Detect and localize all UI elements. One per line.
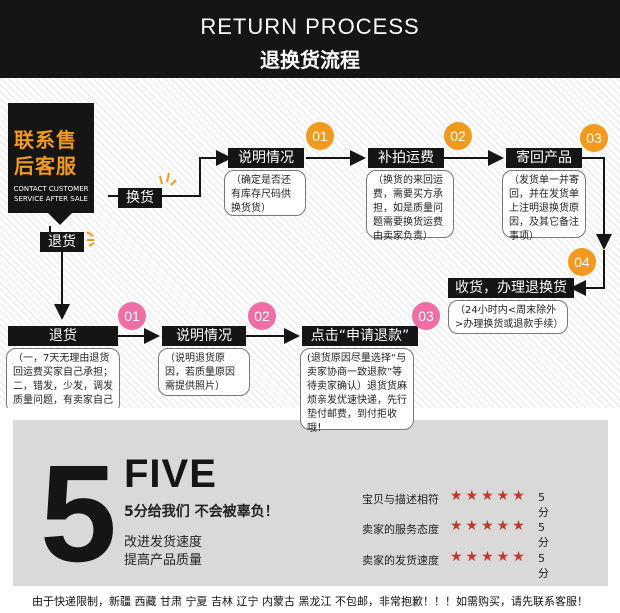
- title-cn: 退换货流程: [260, 48, 360, 72]
- contact-service-block: 联系售 后客服 CONTACT CUSTOMER SERVICE AFTER S…: [8, 103, 94, 225]
- contact-title-line2: 后客服: [14, 154, 77, 178]
- exchange-step1-note: （确定是否还有库存尺码供换货货）: [224, 170, 306, 216]
- exchange-step3-note: （发货单一并寄回，并在发货单上注明退换货原因，及其它备注事项）: [502, 170, 586, 242]
- step-number-badge: 02: [444, 122, 472, 150]
- exchange-step2-title: 补拍运费: [368, 148, 444, 168]
- exchange-step4-title: 收货，办理退换货: [448, 278, 574, 298]
- rating-section: [0, 408, 620, 591]
- return-step2-title: 说明情况: [162, 326, 246, 346]
- step-number-badge: 02: [248, 302, 276, 330]
- step-number-badge: 04: [568, 248, 596, 276]
- improve-line1: 改进发货速度: [124, 535, 203, 550]
- star-icon: ★★★★★: [450, 488, 528, 504]
- exchange-step4-note: （24小时内<周末除外>办理换货或退款手续）: [448, 300, 568, 334]
- step-number-badge: 03: [412, 302, 440, 330]
- rating-label: 卖家的服务态度: [362, 523, 439, 536]
- header-banner: RETURN PROCESS 退换货流程: [0, 0, 620, 78]
- exchange-step3-title: 寄回产品: [506, 148, 582, 168]
- contact-subtitle-line2: SERVICE AFTER SALE: [14, 195, 88, 203]
- improve-list: 改进发货速度 提高产品质量: [124, 534, 202, 570]
- spark-icon: [86, 231, 95, 247]
- rating-score: 5分: [538, 521, 549, 549]
- five-word: FIVE: [124, 452, 217, 496]
- rating-slogan: 5分给我们 不会被辜负！: [124, 504, 279, 520]
- improve-line2: 提高产品质量: [124, 553, 203, 568]
- return-step3-title: 点击“申请退款”: [302, 326, 418, 346]
- big-five-text: 5: [40, 453, 115, 568]
- return-step2-note: （说明退货原因，若质量原因需提供照片）: [158, 348, 250, 396]
- return-step1-title: 退货: [8, 326, 118, 346]
- contact-title-line1: 联系售: [14, 128, 77, 152]
- star-icon: ★★★★★: [450, 518, 528, 534]
- step-number-badge: 03: [580, 124, 608, 152]
- return-branch-label: 退货: [40, 232, 84, 252]
- spark-icon: [159, 172, 177, 186]
- title-en: RETURN PROCESS: [200, 14, 420, 39]
- step-number-badge: 01: [306, 122, 334, 150]
- contact-subtitle: CONTACT CUSTOMER SERVICE AFTER SALE: [8, 184, 94, 204]
- step-number-badge: 01: [118, 302, 146, 330]
- big-five-digit: 5: [40, 453, 115, 568]
- exchange-branch-label: 换货: [118, 188, 162, 208]
- return-step3-note: (退货原因尽量选择“与卖家协商一致退款”等待卖家确认）退货货麻烦亲发优速快递，先…: [300, 348, 414, 434]
- rating-panel: [13, 420, 608, 586]
- exchange-step1-title: 说明情况: [228, 148, 304, 168]
- star-icon: ★★★★★: [450, 549, 528, 565]
- exchange-step2-note: （换货的来回运费，需要买方承担，如是质量问题需要换货运费由卖家负责）: [366, 170, 454, 242]
- footer-notice: 由于快递限制，新疆 西藏 甘肃 宁夏 吉林 辽宁 内蒙古 黑龙江 不包邮，非常抱…: [32, 595, 588, 608]
- rating-label: 宝贝与描述相符: [362, 493, 439, 506]
- rating-label: 卖家的发货速度: [362, 554, 439, 567]
- contact-subtitle-line1: CONTACT CUSTOMER: [13, 185, 89, 193]
- rating-score: 5分: [538, 491, 549, 519]
- contact-title: 联系售 后客服: [14, 127, 77, 179]
- rating-score: 5分: [538, 552, 549, 580]
- return-step1-note: （一，7天无理由退货回运费买家自己承担；二，错发，少发，调发质量问题，有卖家自己…: [6, 348, 120, 420]
